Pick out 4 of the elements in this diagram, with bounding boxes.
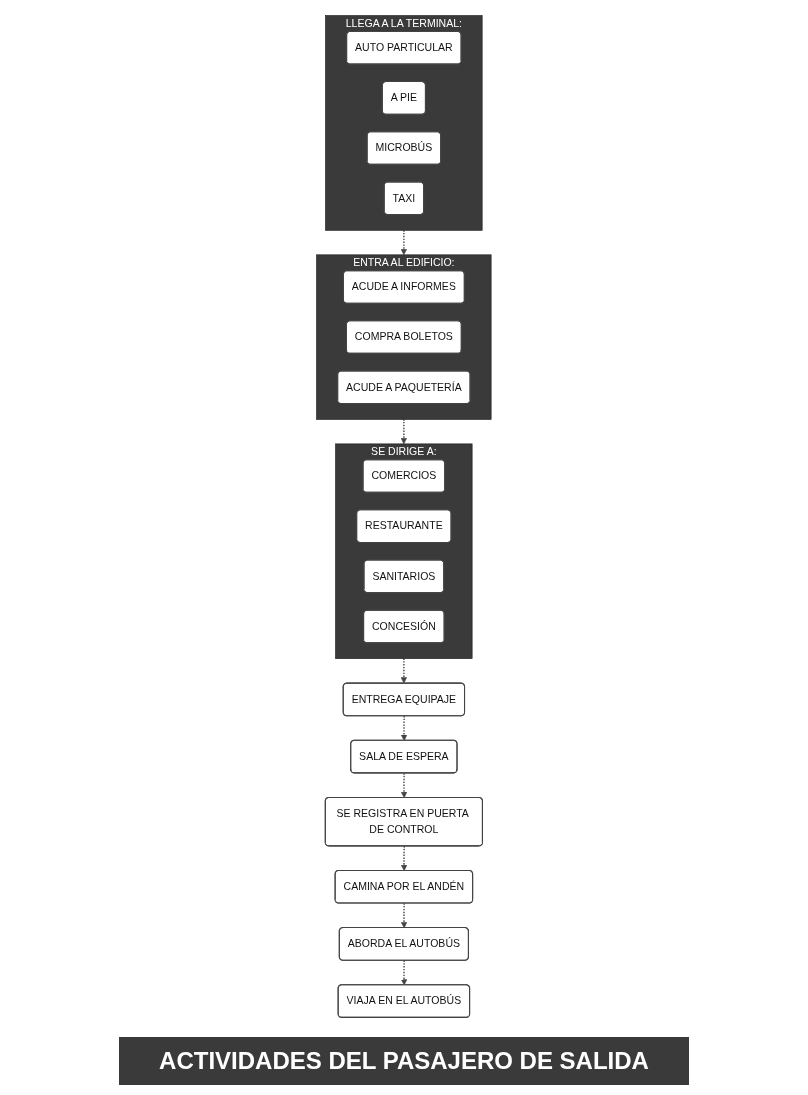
title-banner: ACTIVIDADES DEL PASAJERO DE SALIDA <box>119 1037 689 1085</box>
arrow <box>401 715 408 741</box>
arrow <box>401 772 408 799</box>
arrow <box>401 845 408 872</box>
